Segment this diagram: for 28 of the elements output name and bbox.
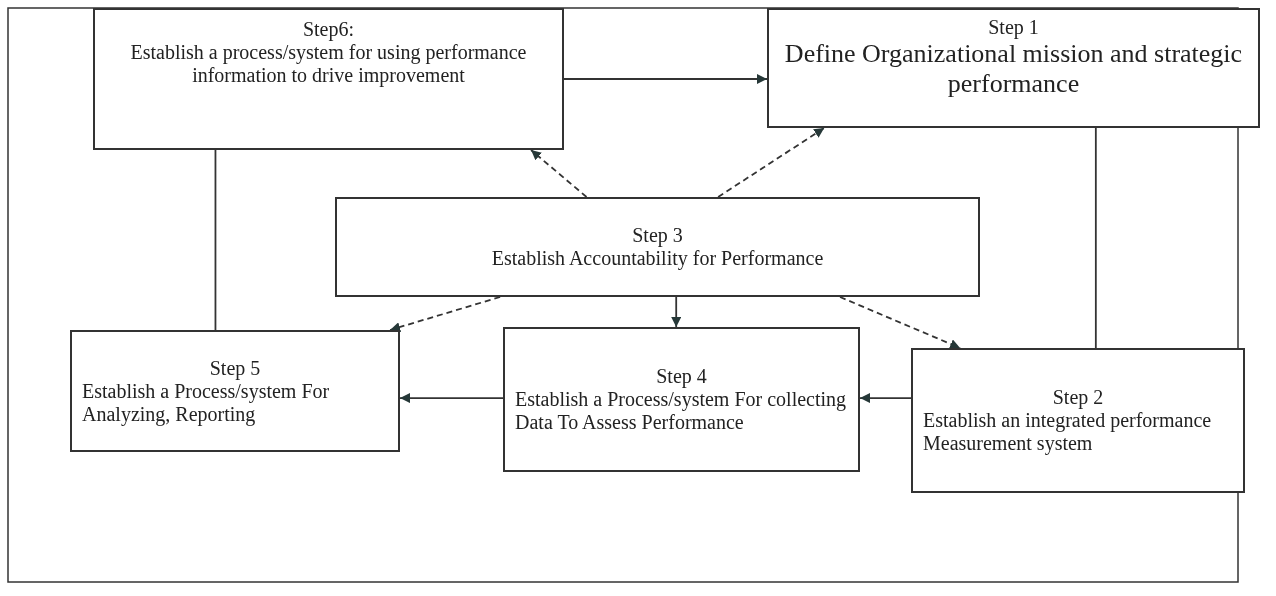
step-description: Establish Accountability for Performance <box>490 247 825 270</box>
step-description: Establish a process/system for using performance information to drive improvement <box>129 41 528 87</box>
process-box <box>335 197 980 297</box>
step-heading: Step6: <box>301 18 356 41</box>
step-description: Establish a Process/system For Analyzing, Reporting <box>82 379 331 426</box>
arrow <box>859 393 912 404</box>
arrow <box>671 296 682 328</box>
dashed-arrow <box>839 296 961 349</box>
step-description: Define Organizational mission and strategic performance <box>783 39 1244 99</box>
process-box <box>93 8 564 150</box>
dashed-arrow <box>717 127 826 198</box>
step-heading: Step 3 <box>631 224 684 247</box>
step-heading: Step 1 <box>987 16 1040 39</box>
step-description: Establish an integrated performance Measurement system <box>923 409 1213 455</box>
dashed-arrow <box>389 296 501 332</box>
step-heading: Step 5 <box>208 356 262 380</box>
step-description: Establish a Process/system For collecting Data To Assess Performance <box>515 388 848 434</box>
step-heading: Step 4 <box>655 365 708 388</box>
process-box <box>503 327 860 472</box>
arrow <box>399 393 504 404</box>
process-box <box>70 330 400 452</box>
arrow <box>563 74 768 84</box>
process-box <box>911 348 1245 493</box>
step-heading: Step 2 <box>1051 386 1105 409</box>
dashed-arrow <box>530 149 588 198</box>
process-box <box>767 8 1260 128</box>
connector-line <box>214 149 217 331</box>
connector-line <box>1094 127 1097 349</box>
